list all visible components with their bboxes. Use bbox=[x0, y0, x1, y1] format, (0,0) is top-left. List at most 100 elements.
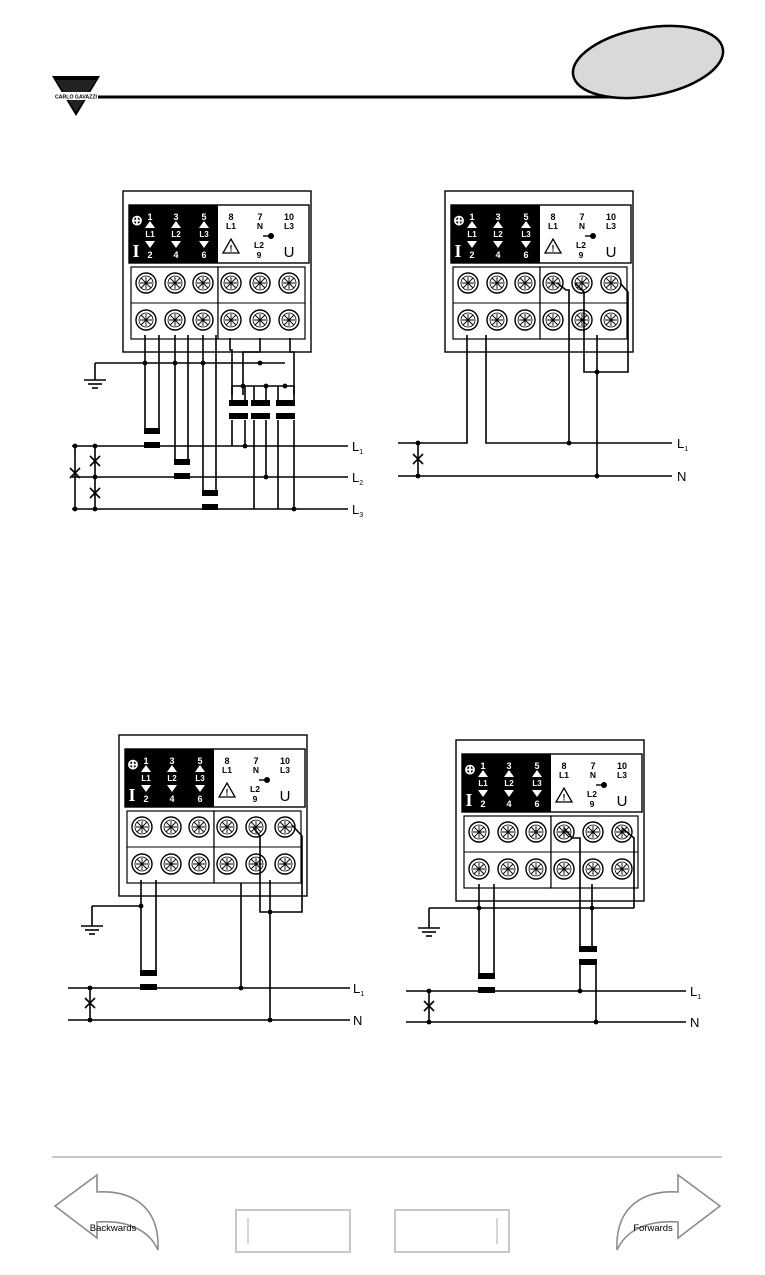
voltage-l2-label: L2 bbox=[587, 789, 597, 799]
terminal-screw-cross bbox=[197, 277, 209, 289]
phase-label: L3 bbox=[195, 774, 205, 783]
terminal-screw-cross bbox=[283, 277, 295, 289]
voltage-l2-label: L2 bbox=[576, 240, 586, 250]
label-l1-sub: 1 bbox=[697, 994, 701, 1001]
current-top-number: 5 bbox=[201, 212, 206, 222]
label-l1-sub: 1 bbox=[684, 446, 688, 453]
backwards-label: Backwards bbox=[90, 1223, 137, 1234]
terminal-screw-cross bbox=[530, 863, 542, 875]
current-top-number: 3 bbox=[495, 212, 500, 222]
current-i-symbol: I bbox=[132, 241, 139, 261]
current-top-number: 3 bbox=[169, 756, 174, 766]
terminal-screw-cross bbox=[473, 863, 485, 875]
voltage-l2-number: 9 bbox=[579, 250, 584, 260]
current-top-number: 1 bbox=[469, 212, 474, 222]
ground-symbol bbox=[81, 906, 103, 934]
current-bottom-number: 4 bbox=[495, 250, 500, 260]
current-i-symbol: I bbox=[128, 785, 135, 805]
current-bottom-number: 6 bbox=[197, 794, 202, 804]
terminal-screw-cross bbox=[587, 863, 599, 875]
svg-text:L1: L1 bbox=[352, 439, 363, 456]
terminal-screw-cross bbox=[225, 314, 237, 326]
ground-symbol bbox=[418, 908, 440, 936]
phase-label: L3 bbox=[199, 230, 209, 239]
terminal-screw-cross bbox=[587, 826, 599, 838]
wiring-diagram-2-parts bbox=[416, 370, 600, 479]
warning-mark: ! bbox=[552, 244, 555, 254]
section-tab[interactable] bbox=[567, 15, 728, 108]
voltage-l2-number: 9 bbox=[253, 794, 258, 804]
terminal-block-1phase-ct-earthed: ⊕I1L123L245L368L17N10L3!L29U bbox=[119, 735, 307, 896]
voltage-label: L3 bbox=[617, 770, 627, 780]
terminal-screw-cross bbox=[136, 821, 148, 833]
label-l3-sub: 3 bbox=[359, 512, 363, 519]
nav-box-right[interactable] bbox=[395, 1210, 509, 1252]
terminal-screw-cross bbox=[193, 821, 205, 833]
terminal-screw-cross bbox=[502, 826, 514, 838]
current-i-symbol: I bbox=[454, 241, 461, 261]
phase-label: L2 bbox=[167, 774, 177, 783]
wiring-diagram-4-parts bbox=[427, 906, 599, 1025]
wiring-diagram-1 bbox=[70, 335, 348, 509]
terminal-screw-cross bbox=[519, 277, 531, 289]
svg-text:L3: L3 bbox=[352, 502, 363, 519]
label-l2: L bbox=[352, 470, 359, 485]
current-bottom-number: 4 bbox=[506, 799, 511, 809]
terminal-screw-cross bbox=[279, 821, 291, 833]
terminal-screw-cross bbox=[616, 863, 628, 875]
current-bottom-number: 6 bbox=[534, 799, 539, 809]
terminal-screw-cross bbox=[165, 858, 177, 870]
terminal-screw-cross bbox=[193, 858, 205, 870]
terminal-screw-cross bbox=[576, 314, 588, 326]
label-l1: L bbox=[352, 439, 359, 454]
current-bottom-number: 6 bbox=[523, 250, 528, 260]
phase-label: L2 bbox=[493, 230, 503, 239]
current-in-icon: ⊕ bbox=[127, 756, 139, 772]
phase-label: L3 bbox=[532, 779, 542, 788]
terminal-screw-cross bbox=[605, 314, 617, 326]
wiring-diagram-3-parts bbox=[88, 904, 273, 1023]
terminal-screw-cross bbox=[576, 277, 588, 289]
wiring-diagram-1-parts bbox=[73, 361, 297, 512]
phase-label: L3 bbox=[521, 230, 531, 239]
current-top-number: 1 bbox=[480, 761, 485, 771]
backwards-button[interactable]: Backwards bbox=[55, 1175, 158, 1250]
terminal-screw-cross bbox=[558, 863, 570, 875]
terminal-screw-cross bbox=[283, 314, 295, 326]
terminal-screw-cross bbox=[530, 826, 542, 838]
forwards-button[interactable]: Forwards bbox=[617, 1175, 720, 1250]
svg-text:L1: L1 bbox=[353, 981, 364, 998]
voltage-u-symbol: U bbox=[284, 244, 295, 261]
current-bottom-number: 2 bbox=[143, 794, 148, 804]
nav-box-left[interactable] bbox=[236, 1210, 350, 1252]
label-l1: L bbox=[677, 436, 684, 451]
voltage-label: N bbox=[590, 770, 596, 780]
phase-label: L1 bbox=[145, 230, 155, 239]
terminal-screw-cross bbox=[462, 314, 474, 326]
voltage-label: L1 bbox=[222, 765, 232, 775]
terminal-screw-cross bbox=[491, 277, 503, 289]
terminal-screw-cross bbox=[140, 277, 152, 289]
label-l3: L bbox=[352, 502, 359, 517]
terminal-screw-cross bbox=[140, 314, 152, 326]
current-bottom-number: 2 bbox=[469, 250, 474, 260]
current-bottom-number: 2 bbox=[480, 799, 485, 809]
line-labels-3: L1 N bbox=[353, 981, 364, 1028]
back-arrow-icon bbox=[55, 1175, 158, 1250]
line-labels-1: L1 L2 L3 bbox=[352, 439, 363, 519]
terminal-screw-cross bbox=[605, 277, 617, 289]
terminal-screw-cross bbox=[462, 277, 474, 289]
voltage-label: N bbox=[257, 221, 263, 231]
warning-mark: ! bbox=[226, 788, 229, 798]
voltage-l2-number: 9 bbox=[590, 799, 595, 809]
phase-label: L1 bbox=[478, 779, 488, 788]
forwards-label: Forwards bbox=[633, 1223, 673, 1234]
label-l1: L bbox=[690, 984, 697, 999]
label-l1-sub: 1 bbox=[359, 449, 363, 456]
terminal-screw-cross bbox=[502, 863, 514, 875]
terminal-screw-cross bbox=[221, 821, 233, 833]
terminal-screw-cross bbox=[547, 314, 559, 326]
terminal-screw-cross bbox=[136, 858, 148, 870]
current-top-number: 5 bbox=[523, 212, 528, 222]
